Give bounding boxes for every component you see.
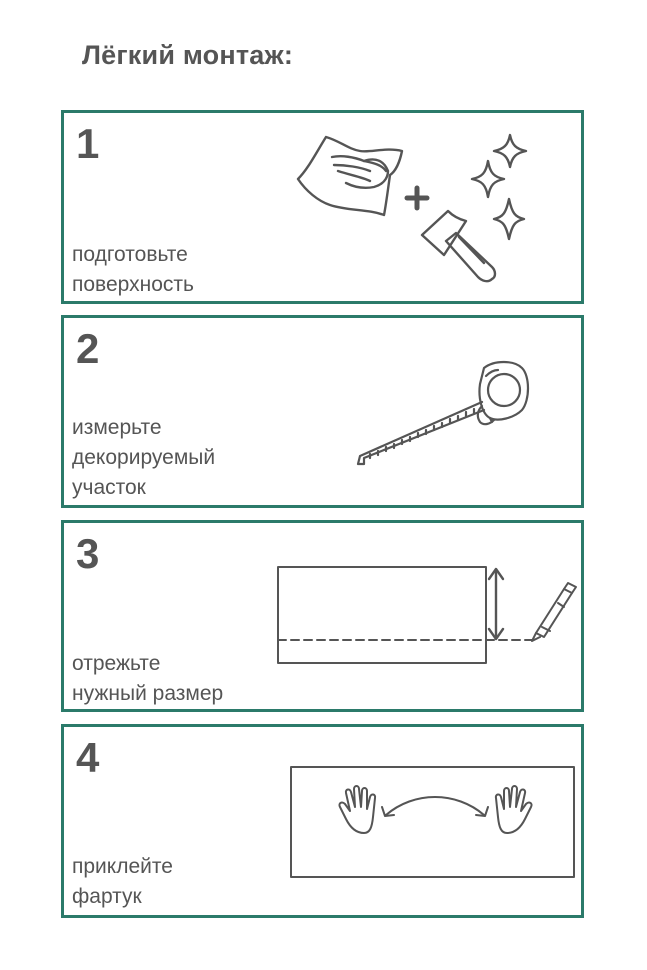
- step-caption: подготовьте поверхность: [72, 240, 194, 300]
- caption-line: измерьте: [72, 416, 162, 439]
- step-card-3: 3 отрежьте нужный размер: [61, 520, 584, 712]
- caption-line: участок: [72, 476, 146, 499]
- tape-measure-icon: [356, 360, 530, 466]
- caption-line: поверхность: [72, 273, 194, 296]
- step-caption: приклейте фартук: [72, 852, 173, 912]
- step-caption: измерьте декорируемый участок: [72, 413, 215, 503]
- step-2-illustration: [356, 360, 530, 466]
- caption-line: подготовьте: [72, 243, 188, 266]
- step-number: 2: [76, 325, 100, 372]
- plus-icon: [404, 185, 430, 211]
- sparkle-icon: [470, 133, 528, 241]
- page-title: Лёгкий монтаж:: [82, 40, 294, 70]
- caption-line: фартук: [72, 885, 142, 908]
- hand-icon: [338, 785, 377, 834]
- step-3-illustration: [277, 566, 577, 664]
- spatula-icon: [420, 209, 497, 283]
- caption-line: отрежьте: [72, 652, 161, 675]
- step-card-2: 2 измерьте декорируемый участок: [61, 315, 584, 508]
- panel-icon: [277, 566, 487, 664]
- step-1-illustration: [296, 133, 528, 283]
- hand-icon: [494, 785, 533, 834]
- arrow-icon: [487, 567, 505, 641]
- utility-knife-icon: [531, 582, 577, 642]
- step-number: 1: [76, 120, 100, 167]
- caption-line: приклейте: [72, 855, 173, 878]
- caption-line: декорируемый: [72, 446, 216, 469]
- step-4-illustration: [290, 766, 575, 878]
- step-card-1: 1 подготовьте поверхность: [61, 110, 584, 304]
- cloth-icon: [296, 135, 404, 217]
- panel-icon: [290, 766, 575, 878]
- step-card-4: 4 приклейте фартук: [61, 724, 584, 918]
- arrow-icon: [381, 796, 489, 817]
- step-number: 3: [76, 530, 100, 577]
- step-number: 4: [76, 734, 100, 781]
- step-caption: отрежьте нужный размер: [72, 649, 223, 709]
- caption-line: нужный размер: [72, 682, 224, 705]
